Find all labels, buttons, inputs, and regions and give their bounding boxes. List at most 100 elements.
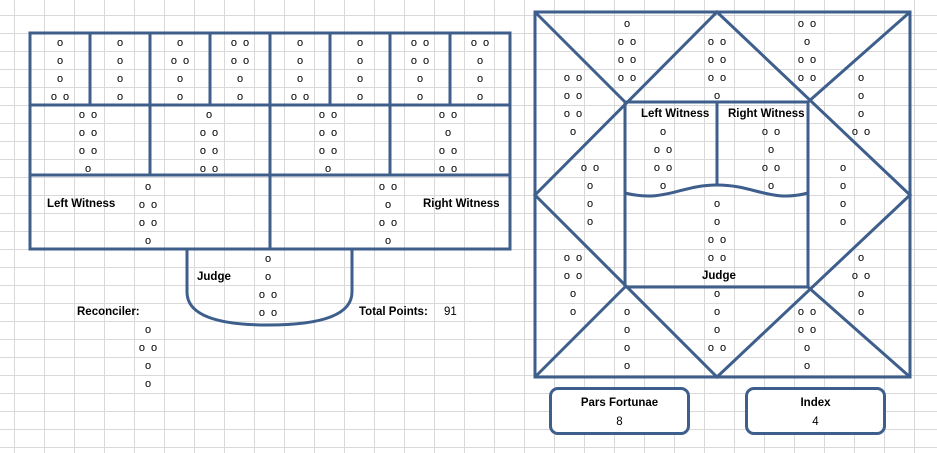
figure-row: o [857, 108, 865, 120]
figure-row: o [205, 109, 213, 121]
figure-row: o o [378, 217, 398, 229]
figure-row: o o [707, 72, 727, 84]
figure-row: o [569, 306, 577, 318]
figure-row: o o [797, 306, 817, 318]
figure-row: o o [78, 145, 98, 157]
figure-row: o o [851, 126, 871, 138]
figure-row: o o [761, 126, 781, 138]
figure-row: o [176, 37, 184, 49]
figure-row: o [857, 72, 865, 84]
figure-row: o o [707, 234, 727, 246]
figure-row: o o [797, 72, 817, 84]
figure-row: o [839, 180, 847, 192]
figure-row: o [586, 198, 594, 210]
figure-row: o [56, 55, 64, 67]
figure-row: o [116, 91, 124, 103]
figure-row: o o [138, 342, 158, 354]
figure-row: o [236, 91, 244, 103]
figure-row: o [857, 90, 865, 102]
figure-row: o o [258, 289, 278, 301]
figure-row: o [264, 253, 272, 265]
figure-row: o o [138, 217, 158, 229]
figure-row: o [713, 216, 721, 228]
figure-row: o [623, 306, 631, 318]
figure-row: o [384, 235, 392, 247]
figure-row: o o [617, 72, 637, 84]
figure-row: o [713, 198, 721, 210]
figure-row: o [116, 55, 124, 67]
figure-row: o [416, 91, 424, 103]
figure-row: o o [258, 307, 278, 319]
figure-row: o o [199, 145, 219, 157]
shield-judge-label: Judge [197, 271, 231, 283]
figure-row: o o [138, 199, 158, 211]
figure-row: o [144, 324, 152, 336]
figure-row: o o [707, 36, 727, 48]
figure-row: o [623, 18, 631, 30]
figure-row: o [144, 181, 152, 193]
figure-row: o [839, 216, 847, 228]
figure-row: o o [563, 252, 583, 264]
figure-row: o o [470, 37, 490, 49]
figure-row: o [296, 55, 304, 67]
figure-row: o [356, 91, 364, 103]
figure-row: o o [563, 72, 583, 84]
figure-row: o [144, 378, 152, 390]
figure-row: o [569, 288, 577, 300]
figure-row: o [476, 55, 484, 67]
figure-row: o [839, 162, 847, 174]
house-left-witness-label: Left Witness [641, 108, 710, 120]
index-box: Index 4 [745, 387, 886, 435]
figure-row: o [444, 127, 452, 139]
figure-row: o [476, 91, 484, 103]
figure-row: o [236, 73, 244, 85]
index-value: 4 [812, 416, 819, 428]
figure-row: o [476, 73, 484, 85]
figure-row: o [767, 144, 775, 156]
figure-row: o [623, 324, 631, 336]
figure-row: o o [563, 270, 583, 282]
total-points-label: Total Points: [359, 306, 428, 318]
total-points-value: 91 [444, 306, 457, 318]
figure-row: o o [230, 55, 250, 67]
figure-row: o [713, 324, 721, 336]
figure-row: o o [170, 55, 190, 67]
figure-row: o o [653, 162, 673, 174]
index-label: Index [800, 397, 831, 409]
pars-fortunae-label: Pars Fortunae [580, 397, 659, 409]
figure-row: o o [318, 109, 338, 121]
figure-row: o [713, 306, 721, 318]
judge-bowl [185, 249, 354, 327]
pars-fortunae-value: 8 [616, 416, 623, 428]
figure-row: o o [230, 37, 250, 49]
figure-row: o o [707, 342, 727, 354]
figure-row: o o [617, 36, 637, 48]
figure-row: o [569, 126, 577, 138]
figure-row: o [56, 37, 64, 49]
figure-row: o o [290, 91, 310, 103]
figure-row: o [857, 306, 865, 318]
figure-row: o o [797, 54, 817, 66]
figure-row: o o [653, 144, 673, 156]
house-judge-label: Judge [702, 270, 736, 282]
figure-row: o o [78, 109, 98, 121]
